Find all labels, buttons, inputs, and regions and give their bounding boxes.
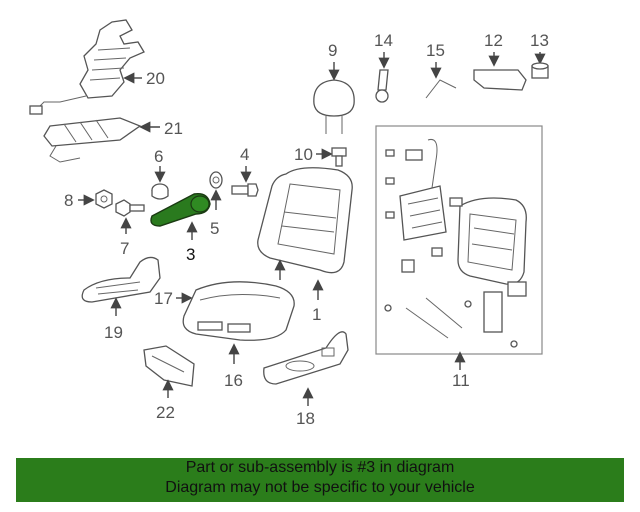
part-20-seat-heater[interactable] — [29, 19, 145, 115]
label-22: 22 — [156, 403, 175, 422]
label-4: 4 — [240, 145, 249, 164]
label-10: 10 — [294, 145, 313, 164]
label-6: 6 — [154, 147, 163, 166]
label-8: 8 — [64, 191, 73, 210]
part-10-guide[interactable] — [331, 147, 347, 167]
part-12-handle[interactable] — [473, 69, 527, 91]
label-16: 16 — [224, 371, 243, 390]
part-6-cap[interactable] — [151, 183, 169, 200]
parts-diagram: 20 21 6 8 7 3 5 4 — [29, 19, 549, 428]
part-13-knob[interactable] — [531, 62, 549, 79]
label-1: 1 — [312, 305, 321, 324]
part-17-seat-cushion[interactable] — [182, 281, 295, 341]
part-2-seat-back[interactable] — [257, 167, 353, 274]
part-18-side-cover[interactable] — [263, 331, 349, 385]
part-3-armrest-highlighted[interactable] — [150, 193, 211, 227]
label-14: 14 — [374, 31, 393, 50]
part-4-shaft[interactable] — [231, 183, 259, 197]
label-15: 15 — [426, 41, 445, 60]
part-7-bolt[interactable] — [115, 199, 145, 217]
part-19-side-trim[interactable] — [81, 256, 161, 303]
part-5-bushing[interactable] — [209, 171, 223, 189]
label-19: 19 — [104, 323, 123, 342]
label-17: 17 — [154, 289, 173, 308]
label-5: 5 — [210, 219, 219, 238]
part-22-cover[interactable] — [143, 345, 195, 387]
part-9-headrest[interactable] — [313, 79, 355, 134]
label-12: 12 — [484, 31, 503, 50]
label-18: 18 — [296, 409, 315, 428]
part-11-seat-frame-assembly[interactable] — [375, 125, 543, 355]
part-14-lever[interactable] — [375, 69, 389, 103]
part-21-seat-heater[interactable] — [43, 117, 142, 163]
label-20: 20 — [146, 69, 165, 88]
label-7: 7 — [120, 239, 129, 258]
label-11: 11 — [452, 371, 470, 390]
notice-line-1: Part or sub-assembly is #3 in diagram — [185, 459, 455, 476]
notice-line-2: Diagram may not be specific to your vehi… — [165, 479, 475, 496]
label-21: 21 — [164, 119, 183, 138]
notice-banner: Part or sub-assembly is #3 in diagram Di… — [16, 458, 624, 502]
label-9: 9 — [328, 41, 337, 60]
part-8-nut[interactable] — [95, 189, 113, 209]
label-13: 13 — [530, 31, 549, 50]
label-3: 3 — [186, 245, 195, 264]
part-15-rod[interactable] — [425, 79, 457, 99]
